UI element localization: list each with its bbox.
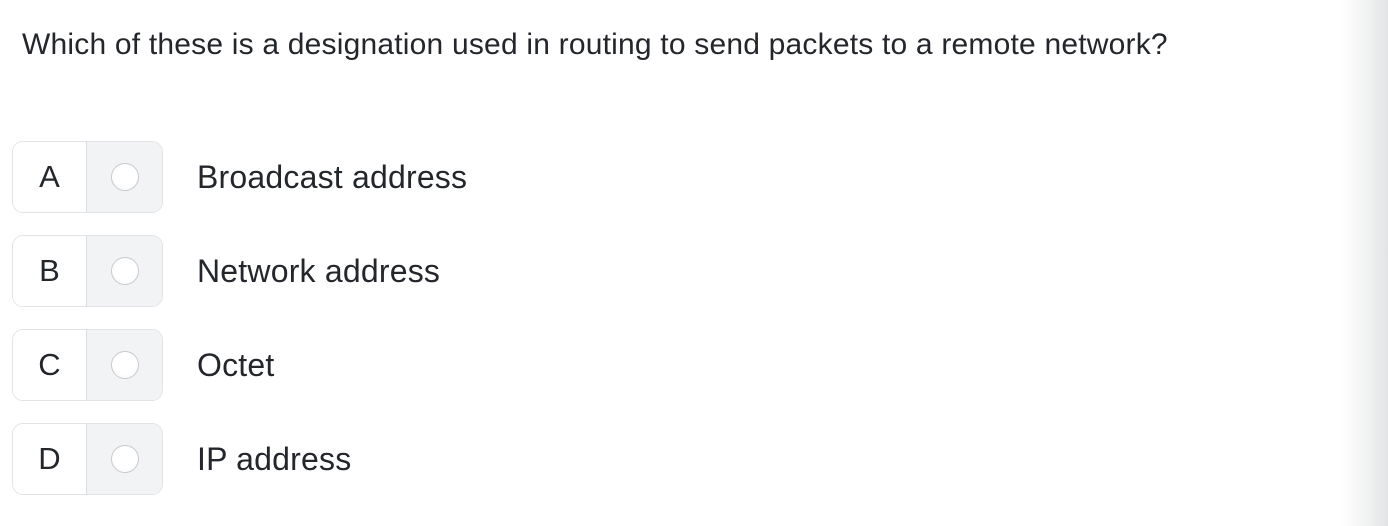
option-a-letter[interactable]: A [13, 142, 87, 212]
option-b-label[interactable]: Network address [197, 252, 441, 289]
option-d-selector[interactable]: D [12, 423, 163, 495]
option-row-d: D IP address [12, 423, 467, 495]
option-b-letter[interactable]: B [13, 236, 87, 306]
option-a-selector[interactable]: A [12, 141, 163, 213]
radio-icon[interactable] [110, 351, 139, 379]
option-b-selector[interactable]: B [12, 235, 163, 307]
radio-icon[interactable] [110, 257, 139, 285]
option-c-selector[interactable]: C [12, 329, 163, 401]
radio-icon[interactable] [110, 163, 139, 191]
option-row-b: B Network address [12, 235, 467, 307]
option-row-c: C Octet [12, 329, 467, 401]
option-d-radio-cell[interactable] [87, 424, 162, 494]
option-a-radio-cell[interactable] [87, 142, 162, 212]
options-list: A Broadcast address B Network address C [12, 141, 467, 517]
option-d-letter[interactable]: D [13, 424, 87, 494]
option-d-label[interactable]: IP address [197, 440, 352, 477]
scroll-edge-shadow[interactable] [1340, 0, 1388, 526]
option-c-label[interactable]: Octet [197, 346, 275, 383]
question-text: Which of these is a designation used in … [22, 28, 1168, 61]
option-b-radio-cell[interactable] [87, 236, 162, 306]
option-a-label[interactable]: Broadcast address [197, 158, 468, 195]
option-c-radio-cell[interactable] [87, 330, 162, 400]
option-row-a: A Broadcast address [12, 141, 467, 213]
radio-icon[interactable] [110, 445, 139, 473]
option-c-letter[interactable]: C [13, 330, 87, 400]
